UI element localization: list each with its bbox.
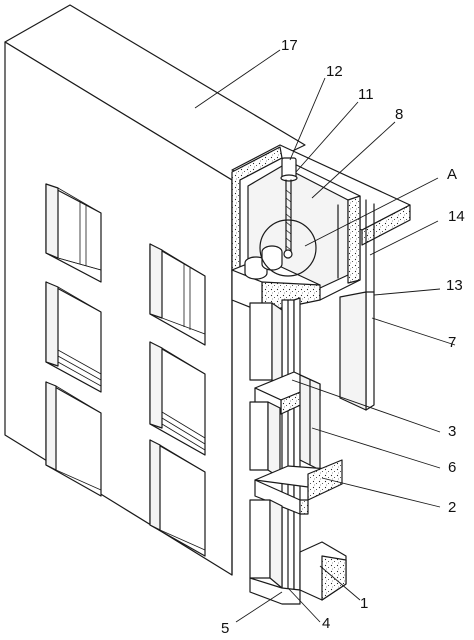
label-12: 12 [326,63,343,80]
label-11: 11 [358,86,374,103]
label-8: 8 [395,106,403,123]
top-module [231,146,375,313]
label-a: A [447,166,457,183]
window-5 [149,341,206,456]
label-14: 14 [448,208,465,225]
window-3 [45,381,102,497]
bracket-upper [249,302,321,471]
leaders [194,49,456,623]
side-panel [339,291,375,411]
label-2: 2 [448,499,456,516]
window-2 [45,281,102,393]
label-4: 4 [322,615,330,632]
label-17: 17 [281,37,298,54]
label-5: 5 [221,620,229,637]
window-6 [149,439,206,557]
window-1 [45,183,102,283]
windows [45,183,206,557]
label-7: 7 [448,334,456,351]
label-3: 3 [448,423,456,440]
labels: 17 12 11 8 A 14 13 7 3 6 2 1 4 5 [221,37,465,637]
bracket-lower [249,499,347,605]
label-1: 1 [360,595,368,612]
detail-circle-a [259,219,317,277]
guide-column [281,297,301,591]
bracket-middle [249,401,343,515]
label-13: 13 [446,277,463,294]
window-4 [149,243,206,346]
label-6: 6 [448,459,456,476]
